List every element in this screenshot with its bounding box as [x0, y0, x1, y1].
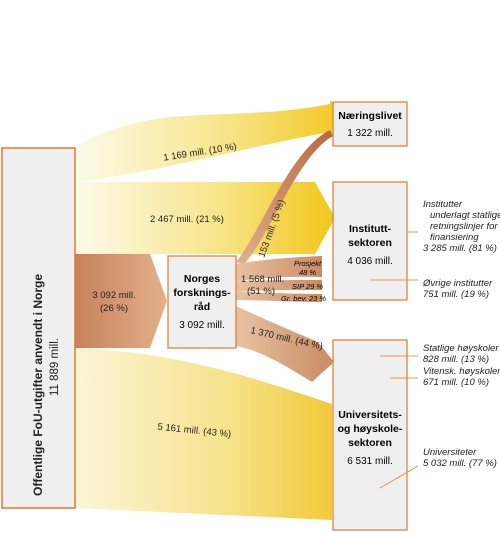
nfr-box	[167, 255, 237, 349]
label-sip: SIP 29 %	[292, 282, 323, 291]
svg-text:finansiering: finansiering	[430, 232, 479, 243]
svg-text:Vitensk. høyskoler: Vitensk. høyskoler	[423, 366, 500, 377]
label-to-nfr-pct: (26 %)	[100, 303, 128, 314]
flow-to-uh	[75, 348, 332, 520]
flow-nfr-to-naeringslivet	[236, 130, 333, 264]
flow-nfr-to-uh	[236, 306, 334, 382]
nfr-title-3: råd	[194, 301, 210, 313]
institutt-title-2: sektoren	[348, 237, 392, 249]
flow-nfr-prosjekt	[236, 256, 322, 282]
label-to-nfr-value: 3 092 mill.	[92, 290, 135, 301]
institutt-title-1: Institutt-	[349, 223, 391, 235]
annotation-inst-ovrige: Øvrige institutter 751 mill. (19 %)	[422, 278, 493, 300]
nfr-title-2: forsknings-	[173, 287, 231, 299]
label-nfr-to-institutt-pct: (51 %)	[247, 286, 275, 297]
nfr-title-1: Norges	[184, 273, 220, 285]
annotation-uh-statlige: Statlige høyskoler 828 mill. (13 %)	[423, 343, 499, 365]
label-nfr-to-institutt-value: 1 568 mill.	[241, 274, 284, 285]
source-title: Offentlige FoU-utgifter anvendt i Norge	[31, 274, 45, 496]
svg-text:828 mill. (13 %): 828 mill. (13 %)	[423, 354, 489, 365]
svg-text:underlagt statlige: underlagt statlige	[430, 210, 500, 221]
label-prosjekt-pct: 48 %	[299, 268, 316, 277]
source-value: 11 889 mill.	[49, 338, 61, 396]
naeringslivet-box	[332, 101, 408, 147]
flow-to-nfr	[75, 254, 167, 348]
annotation-inst-statlig: Institutter underlagt statlige retningsl…	[423, 199, 500, 254]
svg-text:751 mill. (19 %): 751 mill. (19 %)	[423, 289, 489, 300]
label-prosjekt-name: Prosjekt	[294, 259, 322, 268]
svg-text:Statlige høyskoler: Statlige høyskoler	[423, 343, 499, 354]
flow-nfr-sip	[236, 280, 322, 292]
flow-to-naeringslivet	[75, 100, 348, 182]
uh-value: 6 531 mill.	[347, 456, 393, 467]
uh-title-2: og høyskole-	[338, 423, 403, 435]
svg-text:Øvrige institutter: Øvrige institutter	[422, 278, 493, 289]
svg-text:671 mill. (10 %): 671 mill. (10 %)	[423, 377, 489, 388]
flow-nfr-grbev	[236, 292, 322, 302]
uh-title-3: sektoren	[348, 437, 392, 449]
uh-box	[332, 339, 408, 531]
annotation-uh-vitensk: Vitensk. høyskoler 671 mill. (10 %)	[423, 366, 500, 388]
source-box	[1, 147, 76, 509]
nfr-value: 3 092 mill.	[179, 320, 225, 331]
svg-text:3 285 mill. (81 %): 3 285 mill. (81 %)	[423, 243, 497, 254]
annotation-leaders	[370, 231, 419, 489]
annotation-uh-univ: Universiteter 5 032 mill. (77 %)	[423, 447, 497, 469]
naeringslivet-title: Næringslivet	[338, 110, 402, 122]
label-grbev: Gr. bev. 23 %	[281, 294, 326, 303]
svg-text:retningslinjer for: retningslinjer for	[430, 221, 498, 232]
uh-title-1: Universitets-	[338, 409, 402, 421]
svg-text:Institutter: Institutter	[423, 199, 463, 210]
naeringslivet-value: 1 322 mill.	[347, 128, 393, 139]
svg-text:Universiteter: Universiteter	[423, 447, 477, 458]
label-to-institutt: 2 467 mill. (21 %)	[150, 214, 224, 225]
flow-to-institutt	[75, 182, 335, 254]
svg-text:5 032 mill. (77 %): 5 032 mill. (77 %)	[423, 458, 497, 469]
institutt-value: 4 036 mill.	[347, 256, 393, 267]
